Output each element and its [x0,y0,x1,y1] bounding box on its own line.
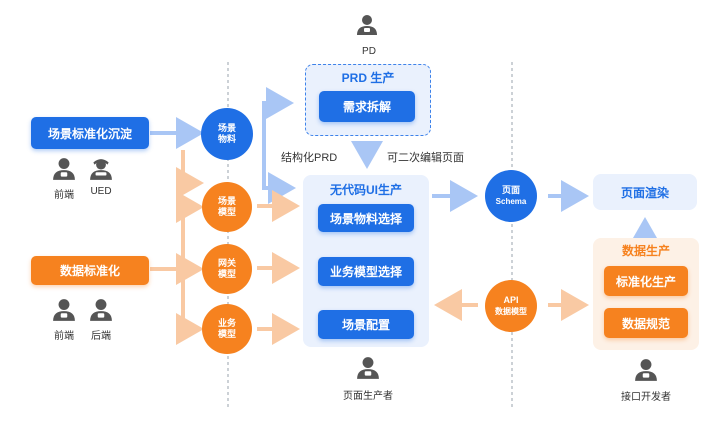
requirement-breakdown[interactable]: 需求拆解 [319,91,415,122]
role-page-producer: 页面生产者 [343,391,393,402]
person-icon [52,298,76,322]
scene-material-select[interactable]: 场景物料选择 [318,204,414,232]
data-specification[interactable]: 数据规范 [604,308,688,338]
prd-panel-title: PRD 生产 [341,71,395,85]
person-icon [634,358,658,382]
circle-page-schema[interactable]: 页面 Schema [485,170,537,222]
standardized-production[interactable]: 标准化生产 [604,266,688,296]
person-headset-icon [89,157,113,181]
person-icon [52,157,76,181]
scene-standardization[interactable]: 场景标准化沉淀 [31,117,149,149]
scene-config[interactable]: 场景配置 [318,310,414,339]
role-pd: PD [362,46,376,57]
business-model-select[interactable]: 业务模型选择 [318,257,414,286]
label-secondary-edit: 可二次编辑页面 [387,152,464,164]
page-render[interactable]: 页面渲染 [593,174,697,210]
data-standardization[interactable]: 数据标准化 [31,256,149,285]
role-frontend-2: 前端 [54,331,74,342]
role-api-developer: 接口开发者 [621,392,671,403]
circle-api-data-model[interactable]: API 数据模型 [485,280,537,332]
page-render-label: 页面渲染 [620,185,669,200]
role-backend: 后端 [91,331,111,342]
data-production-title: 数据生产 [621,244,670,258]
flow-material-to-prd [262,87,294,133]
flow-scene-std-down [176,150,204,199]
circle-scene-material[interactable]: 场景 物料 [201,108,253,160]
person-icon [356,356,380,380]
circle-scene-model[interactable]: 场景 模型 [202,182,252,232]
circle-business-model[interactable]: 业务 模型 [202,304,252,354]
person-icon [89,298,113,322]
role-frontend: 前端 [54,190,74,201]
nocode-panel-title: 无代码UI生产 [329,183,402,197]
label-structured-prd: 结构化PRD [281,152,338,164]
role-ued: UED [90,186,112,197]
flow-material-to-nocode [262,133,296,204]
person-icon [356,14,382,40]
circle-gateway-model[interactable]: 网关 模型 [202,244,252,294]
